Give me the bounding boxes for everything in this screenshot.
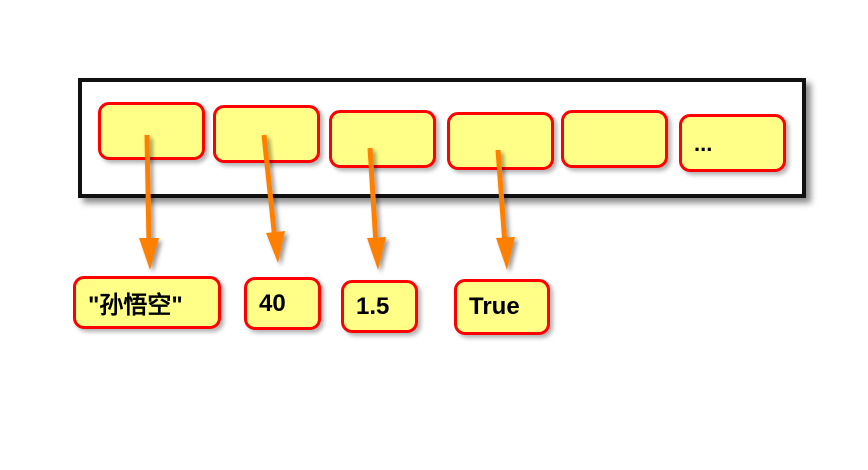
list-slot-2 — [329, 110, 436, 168]
arrow-1-icon — [261, 134, 285, 263]
arrow-3-icon — [495, 149, 515, 270]
arrow-2-icon — [367, 147, 386, 270]
arrow-0-icon — [139, 134, 159, 270]
list-slot-5: ... — [679, 114, 786, 172]
list-slot-0 — [98, 102, 205, 160]
value-string: "孙悟空" — [73, 276, 221, 329]
value-float: 1.5 — [341, 280, 418, 333]
value-bool: True — [454, 279, 550, 335]
list-slot-4 — [561, 110, 668, 168]
ellipsis-label: ... — [694, 131, 713, 156]
value-int: 40 — [244, 277, 321, 330]
